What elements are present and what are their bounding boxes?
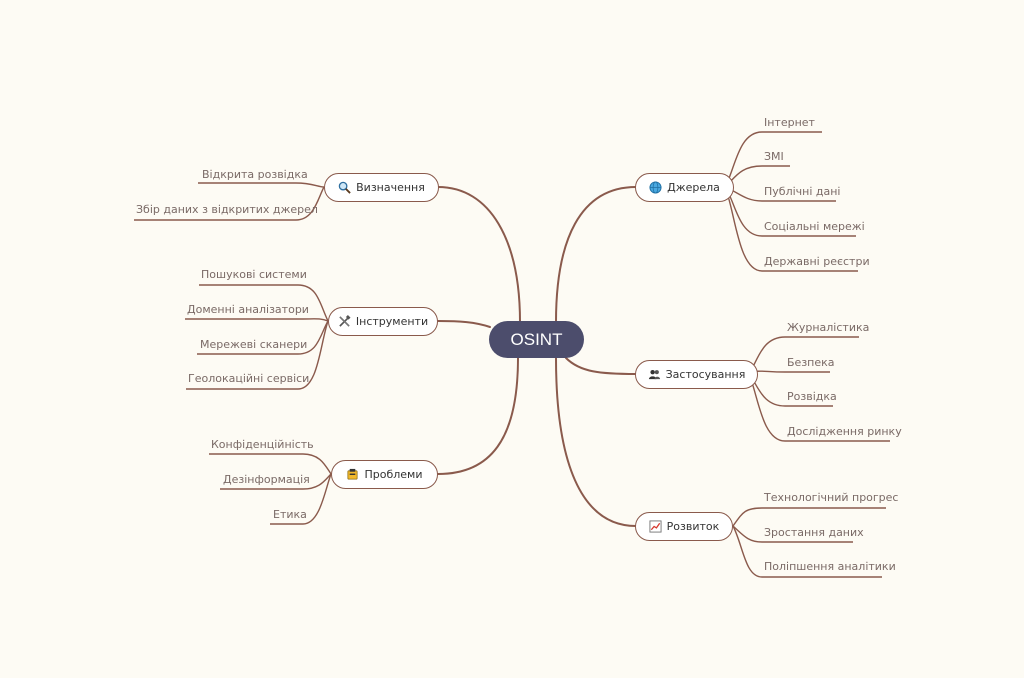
- connector-problems: [437, 357, 519, 475]
- connector-development: [555, 357, 637, 527]
- branch-sources[interactable]: Джерела: [635, 173, 734, 202]
- root-label: OSINT: [510, 329, 563, 349]
- branch-tools[interactable]: Інструменти: [328, 307, 438, 336]
- connector-sources: [555, 186, 637, 323]
- leaf-open-intelligence[interactable]: Відкрита розвідка: [202, 168, 308, 181]
- leaf-disinformation[interactable]: Дезінформація: [223, 473, 310, 486]
- people-icon: [648, 369, 660, 380]
- branch-development-label: Розвиток: [666, 520, 720, 533]
- leaf-journalism[interactable]: Журналістика: [787, 321, 870, 334]
- leaf-media[interactable]: ЗМІ: [764, 150, 784, 163]
- branch-definitions[interactable]: Визначення: [324, 173, 439, 202]
- branch-definitions-label: Визначення: [356, 181, 425, 194]
- leaf-ethics[interactable]: Етика: [273, 508, 307, 521]
- branch-problems[interactable]: Проблеми: [331, 460, 438, 489]
- chart-icon: [649, 520, 662, 533]
- leaf-intelligence[interactable]: Розвідка: [787, 390, 837, 403]
- branch-sources-label: Джерела: [667, 181, 720, 194]
- leaf-tech-progress[interactable]: Технологічний прогрес: [764, 491, 899, 504]
- tools-icon: [339, 315, 351, 327]
- branch-problems-label: Проблеми: [364, 468, 423, 481]
- leaf-domain-analyzers[interactable]: Доменні аналізатори: [187, 303, 309, 316]
- leaf-data-growth[interactable]: Зростання даних: [764, 526, 864, 539]
- leaf-network-scanners[interactable]: Мережеві сканери: [200, 338, 308, 351]
- branch-development[interactable]: Розвиток: [635, 512, 733, 541]
- leaf-analytics-improvement[interactable]: Поліпшення аналітики: [764, 560, 896, 573]
- leaf-privacy[interactable]: Конфіденційність: [211, 438, 314, 451]
- connector-tools: [437, 320, 491, 328]
- branch-applications[interactable]: Застосування: [635, 360, 758, 389]
- leaf-geolocation-services[interactable]: Геолокаційні сервіси: [188, 372, 310, 385]
- connector-definitions: [437, 186, 521, 323]
- leaf-internet[interactable]: Інтернет: [764, 116, 815, 129]
- branch-tools-label: Інструменти: [355, 315, 429, 328]
- connector-applications: [565, 357, 637, 375]
- leaf-social-networks[interactable]: Соціальні мережі: [764, 220, 865, 233]
- warning-sign-icon: [347, 468, 358, 480]
- globe-icon: [649, 181, 662, 194]
- leaf-market-research[interactable]: Дослідження ринку: [787, 425, 902, 438]
- leaf-security[interactable]: Безпека: [787, 356, 835, 369]
- leaf-state-registries[interactable]: Державні реєстри: [764, 255, 870, 268]
- leaf-open-source-collection[interactable]: Збір даних з відкритих джерел: [136, 203, 318, 216]
- branch-applications-label: Застосування: [665, 368, 746, 381]
- leaf-public-data[interactable]: Публічні дані: [764, 185, 841, 198]
- leaf-search-engines[interactable]: Пошукові системи: [201, 268, 307, 281]
- magnifier-icon: [338, 181, 351, 194]
- root-node[interactable]: OSINT: [489, 321, 584, 358]
